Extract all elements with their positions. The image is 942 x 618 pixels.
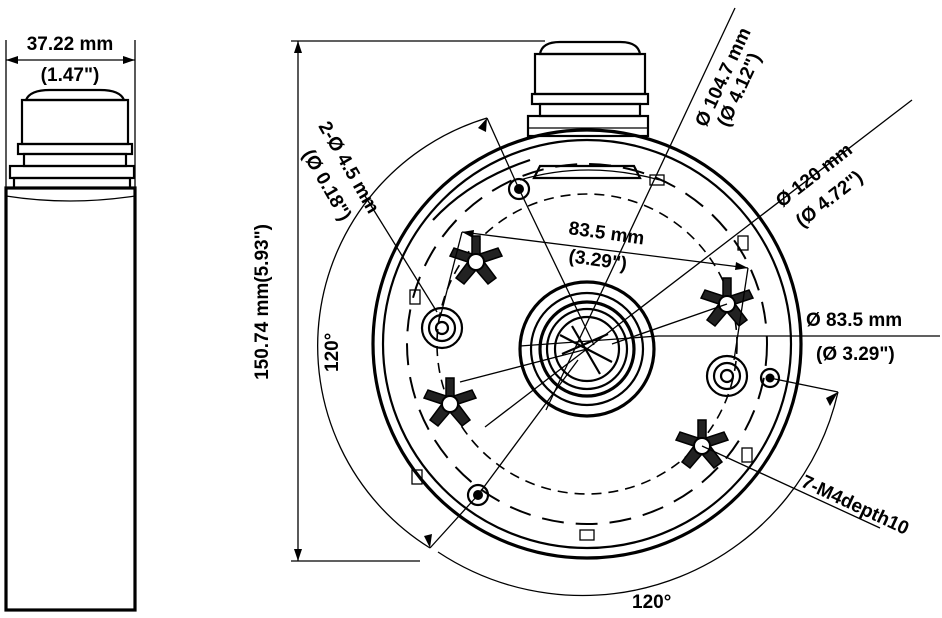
dia-83-in: (Ø 3.29"): [816, 344, 895, 365]
side-body: [4, 164, 137, 612]
side-width-mm: 37.22 mm: [27, 34, 114, 55]
angle-bottom-label: 120°: [632, 592, 671, 613]
central-conduit: [518, 280, 656, 418]
m4-stud-2: [699, 277, 755, 328]
boss-right: [705, 354, 749, 398]
front-cable-gland: [526, 40, 650, 138]
inner-rim: [381, 138, 793, 550]
outer-rim: [371, 128, 803, 560]
side-cable-gland: [16, 88, 134, 168]
m4-stud-1: [448, 235, 504, 286]
thread-label: 7-M4depth10: [798, 471, 912, 539]
angle-left-label: 120°: [322, 333, 343, 372]
angle-arc-left: [317, 117, 488, 549]
rim-detail: [432, 158, 531, 221]
top-notch: [532, 164, 642, 180]
m4-stud-3: [422, 377, 478, 428]
height-dimension: [291, 40, 545, 562]
m4-stud-4: [674, 419, 730, 470]
side-width-dimension: [5, 40, 136, 200]
chord-in: (3.29"): [567, 246, 628, 275]
boss-left: [420, 306, 464, 350]
height-label: 150.74 mm(5.93"): [252, 224, 273, 380]
top-arc: [519, 169, 661, 181]
side-view: 37.22 mm (1.47"): [4, 34, 137, 612]
front-view: 150.74 mm(5.93"): [252, 7, 940, 613]
leader-lines: [364, 7, 940, 549]
side-width-in: (1.47"): [41, 65, 100, 86]
angle-arc-bottom: [437, 391, 839, 597]
dashed-circle-large: [406, 163, 768, 525]
dia-83-mm: Ø 83.5 mm: [806, 310, 902, 331]
